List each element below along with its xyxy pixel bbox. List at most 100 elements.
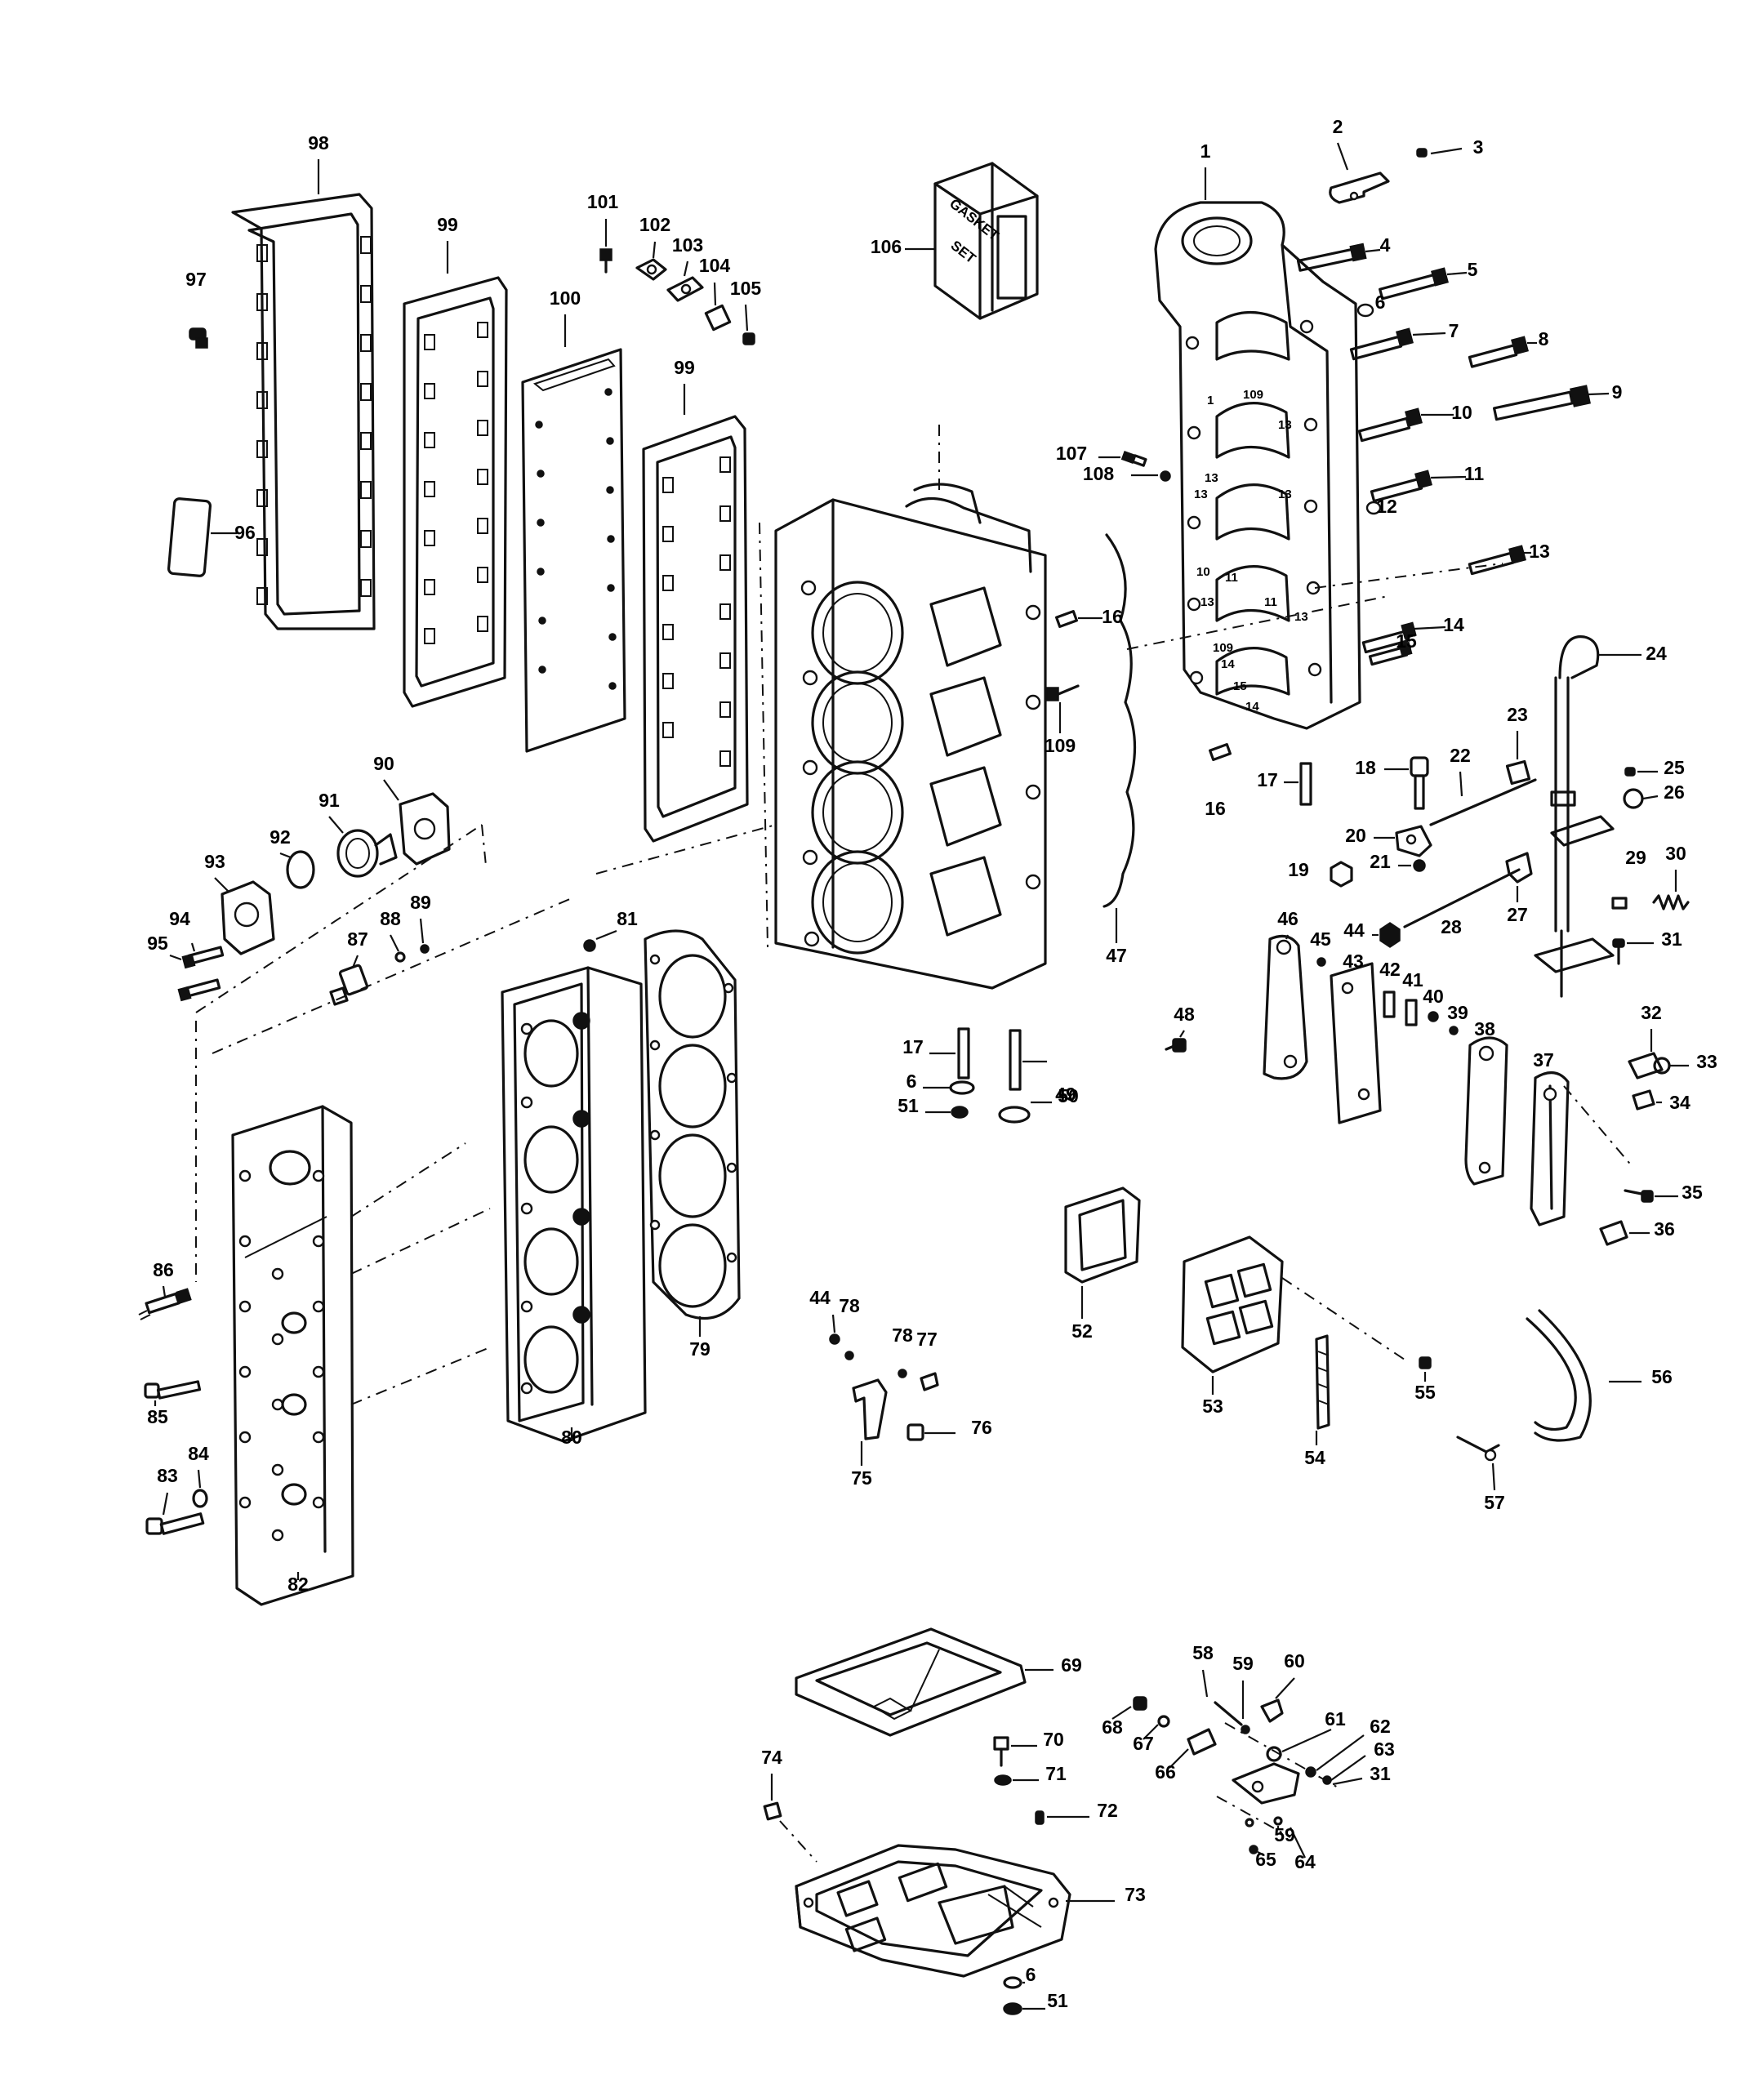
part-74-fitting [763,1801,782,1821]
part-cylinder-block [774,483,1047,990]
part-label-62: 62 [1370,1716,1391,1737]
part-109-screw [1046,684,1080,701]
part-93-housing [220,880,275,955]
part-47-bracket-line [1102,533,1137,908]
part-label-109: 109 [1045,735,1076,756]
parts-83-84-bolt-washer [145,1489,208,1535]
part-80-exhaust-manifold [501,966,647,1443]
part-label-78: 78 [892,1324,913,1346]
part-36-clip [1599,1220,1628,1246]
part-label-80: 80 [561,1427,582,1448]
part-25-screw [1624,767,1636,777]
part-label-70: 70 [1043,1729,1064,1750]
part-label-101: 101 [587,191,619,212]
svg-text:13: 13 [1205,471,1218,485]
part-label-99: 99 [674,357,695,378]
part-23-clip [1505,759,1531,786]
part-97-screw [189,327,208,349]
part-label-17: 17 [1257,769,1278,790]
part-107-108-fitting [1120,450,1171,482]
part-81-plug [583,939,596,952]
part-label-9: 9 [1612,381,1623,403]
part-label-1: 1 [1200,140,1211,162]
part-99-gasket [403,276,508,708]
part-label-76: 76 [971,1417,992,1438]
part-label-18: 18 [1355,757,1376,778]
part-label-75: 75 [851,1467,872,1489]
part-label-38: 38 [1474,1018,1495,1040]
svg-text:13: 13 [1278,418,1292,432]
part-label-78: 78 [839,1295,860,1316]
part-100-divider-plate [521,348,626,753]
parts-17-49-stud-and-washers [949,1027,1031,1124]
part-label-4: 4 [1380,234,1391,256]
part-label-61: 61 [1325,1708,1346,1730]
part-label-2: 2 [1333,116,1343,137]
part-label-106: 106 [871,236,902,257]
svg-text:15: 15 [1233,679,1247,693]
part-label-86: 86 [153,1259,174,1280]
part-label-59: 59 [1232,1653,1254,1674]
part-label-87: 87 [347,928,368,950]
part-label-64: 64 [1294,1851,1316,1872]
svg-text:13: 13 [1200,595,1214,609]
parts-70-71-screw-washer [993,1736,1012,1786]
part-20-block [1395,825,1432,857]
svg-text:13: 13 [1194,487,1208,501]
part-label-40: 40 [1423,986,1444,1007]
bolts-4-to-15 [1296,243,1591,666]
part-92-gasket [286,850,315,889]
part-label-33: 33 [1696,1051,1717,1072]
part-label-91: 91 [318,790,340,811]
part-label-107: 107 [1056,443,1087,464]
part-label-7: 7 [1449,320,1459,341]
part-label-66: 66 [1155,1761,1176,1783]
part-label-90: 90 [373,753,394,774]
part-79-head-gasket [644,929,741,1320]
part-label-71: 71 [1045,1763,1067,1784]
svg-text:11: 11 [1264,595,1277,609]
part-85-bolt [144,1380,202,1400]
part-label-22: 22 [1450,745,1471,766]
part-label-29: 29 [1625,847,1646,868]
svg-text:109: 109 [1213,641,1233,655]
part-91-thermostat [336,829,398,878]
svg-text:109: 109 [1243,388,1263,402]
part-3-screw [1416,148,1428,158]
part-43-plate [1330,962,1382,1124]
part-label-103: 103 [672,234,703,256]
part-19-nut [1330,861,1353,888]
svg-text:13: 13 [1278,487,1292,501]
part-label-54: 54 [1304,1447,1325,1468]
part-label-24: 24 [1646,643,1667,664]
part-label-52: 52 [1071,1320,1093,1342]
parts-94-95-screws [177,946,225,1002]
part-99-gasket-second [642,415,749,843]
part-label-28: 28 [1441,916,1462,937]
part-label-34: 34 [1669,1092,1690,1113]
part-54-reed-stop [1315,1334,1330,1430]
part-label-55: 55 [1414,1382,1436,1403]
parts-58-68-throttle-linkage [1133,1696,1332,1854]
part-label-16: 16 [1102,606,1123,627]
part-label-13: 13 [1529,541,1550,562]
part-label-17: 17 [902,1036,924,1057]
part-label-26: 26 [1664,781,1685,803]
svg-text:11: 11 [1225,571,1238,585]
part-73-adapter-plate [795,1844,1071,1978]
part-label-79: 79 [689,1338,710,1360]
part-label-102: 102 [639,214,670,235]
part-label-105: 105 [730,278,762,299]
part-label-41: 41 [1402,969,1423,991]
part-label-85: 85 [147,1406,168,1427]
part-30-spring [1652,894,1690,910]
part-label-53: 53 [1202,1396,1223,1417]
part-label-44: 44 [809,1287,831,1308]
gasket-set-text-line2: SET [948,238,979,267]
part-45-washer [1316,957,1326,967]
part-53-bypass-cover [1181,1235,1284,1373]
part-22-rod [1429,778,1537,826]
part-label-95: 95 [147,933,168,954]
part-96-plate [167,497,212,577]
